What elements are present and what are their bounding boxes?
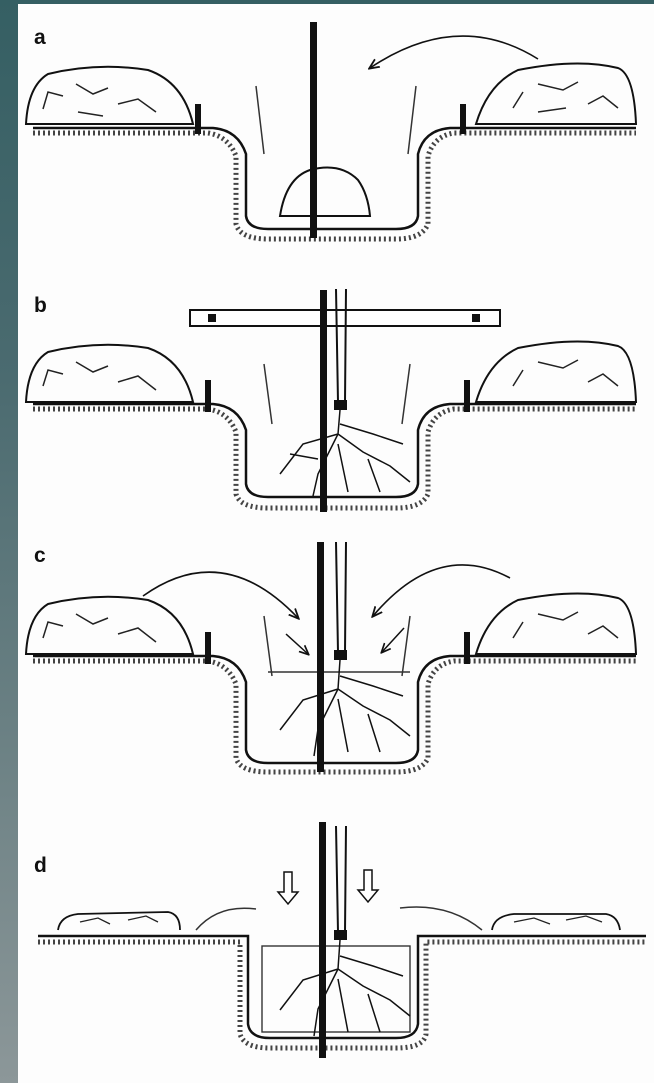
panel-d-left-gentle-mound: [196, 908, 256, 930]
panel-d-soil-texture-marks: [80, 916, 602, 924]
panel-d-filled-hole-box: [262, 946, 410, 1032]
planting-diagram: a b: [18, 4, 654, 1083]
panel-b-right-marker-stake: [464, 380, 470, 412]
panel-d-left-firming-arrow: [278, 872, 298, 904]
panel-a-right-marker-stake: [460, 104, 466, 134]
panel-b: b: [26, 289, 636, 512]
panel-a-hole-soil-mound: [280, 168, 370, 216]
panel-b-soil-texture: [33, 409, 636, 508]
panel-b-label: b: [34, 294, 47, 317]
panel-d: d: [34, 822, 646, 1058]
panel-a-heap-texture: [43, 82, 618, 116]
panel-a-backfill-arrow: [370, 36, 538, 68]
panel-d-right-gentle-mound: [400, 907, 482, 930]
panel-d-support-stake: [319, 822, 326, 1058]
panel-d-left-flattened-soil: [58, 912, 180, 930]
panel-c-label: c: [34, 544, 46, 567]
panel-b-board-notch-right: [472, 314, 480, 322]
panel-b-left-marker-stake: [205, 380, 211, 412]
panel-b-root-collar: [334, 400, 347, 410]
panel-a-left-marker-stake: [195, 104, 201, 134]
panel-b-heap-texture: [43, 360, 618, 390]
panel-b-board-notch-left: [208, 314, 216, 322]
panel-c: c: [26, 542, 636, 772]
panel-d-right-firming-arrow: [358, 870, 378, 902]
panel-a: a: [26, 22, 636, 239]
panel-c-root-collar: [334, 650, 347, 660]
panel-a-soil-texture: [33, 133, 636, 239]
panel-c-root-system: [280, 660, 410, 756]
panel-c-right-marker-stake: [464, 632, 470, 664]
panel-c-support-stake: [317, 542, 324, 772]
panel-c-seedling-stem: [336, 542, 346, 652]
panel-b-right-soil-heap: [476, 341, 636, 402]
panel-b-root-system: [280, 410, 410, 496]
panel-b-support-stake: [320, 290, 327, 512]
panel-c-short-arrow-left: [286, 634, 308, 654]
panel-a-left-soil-heap: [26, 67, 193, 124]
panel-c-left-soil-heap: [26, 597, 193, 654]
panel-d-root-collar: [334, 930, 347, 940]
panel-b-soil-profile: [33, 404, 636, 497]
panel-c-heap-texture: [43, 612, 618, 642]
panel-c-short-arrow-right: [382, 628, 404, 652]
panel-c-soil-texture: [33, 661, 636, 772]
panel-b-seedling-stem: [336, 289, 346, 402]
panel-d-seedling-stem: [336, 826, 346, 932]
panel-d-root-system: [280, 940, 410, 1036]
panel-d-label: d: [34, 854, 47, 877]
panel-a-label: a: [34, 26, 46, 49]
panel-a-guide-lines: [256, 86, 416, 154]
panel-a-soil-profile: [33, 128, 636, 229]
diagram-sheet: a b: [18, 4, 654, 1083]
panel-b-left-soil-heap: [26, 345, 193, 402]
panel-d-soil-profile: [38, 936, 646, 1038]
panel-c-left-backfill-arrow: [143, 572, 298, 618]
panel-a-support-stake: [310, 22, 317, 238]
panel-a-right-soil-heap: [476, 63, 636, 124]
panel-c-left-marker-stake: [205, 632, 211, 664]
panel-c-right-backfill-arrow: [373, 565, 510, 616]
panel-c-right-soil-heap: [476, 593, 636, 654]
